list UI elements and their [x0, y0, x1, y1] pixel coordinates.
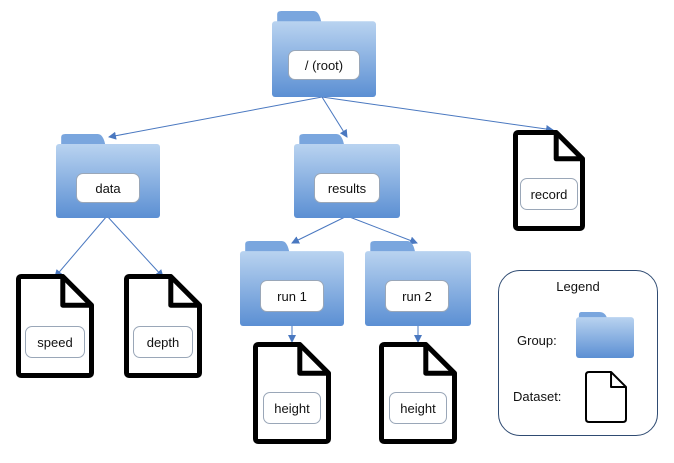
edge-root-data — [108, 96, 323, 140]
group-results-label: results — [314, 173, 380, 203]
legend-box: Legend Group: Dataset: — [498, 270, 658, 436]
edge-root-record — [321, 96, 554, 133]
group-run2: run 2 — [365, 240, 471, 326]
group-results: results — [294, 133, 400, 218]
edge-results-run1 — [291, 215, 348, 244]
dataset-record: record — [513, 130, 585, 231]
group-run1: run 1 — [240, 240, 344, 326]
group-data: data — [56, 133, 160, 218]
dataset-depth: depth — [124, 274, 202, 378]
group-run2-label: run 2 — [385, 280, 449, 312]
dataset-height-run2: height — [379, 342, 457, 444]
edge-data-depth — [106, 215, 164, 278]
group-data-label: data — [76, 173, 140, 203]
edge-data-speed — [54, 215, 108, 278]
group-root: / (root) — [272, 10, 376, 98]
group-root-label: / (root) — [288, 50, 360, 80]
dataset-height-run1-label: height — [263, 392, 321, 424]
dataset-height-run2-label: height — [389, 392, 447, 424]
edge-results-run2 — [346, 215, 418, 245]
dataset-record-label: record — [520, 178, 578, 210]
document-icon — [585, 371, 627, 423]
dataset-speed: speed — [16, 274, 94, 378]
dataset-height-run1: height — [253, 342, 331, 444]
dataset-speed-label: speed — [25, 326, 85, 358]
dataset-depth-label: depth — [133, 326, 193, 358]
group-run1-label: run 1 — [260, 280, 324, 312]
edge-root-results — [321, 96, 348, 138]
legend-group-label: Group: — [517, 333, 557, 348]
legend-title: Legend — [556, 279, 600, 294]
folder-icon — [576, 311, 634, 358]
legend-dataset-label: Dataset: — [513, 389, 562, 404]
